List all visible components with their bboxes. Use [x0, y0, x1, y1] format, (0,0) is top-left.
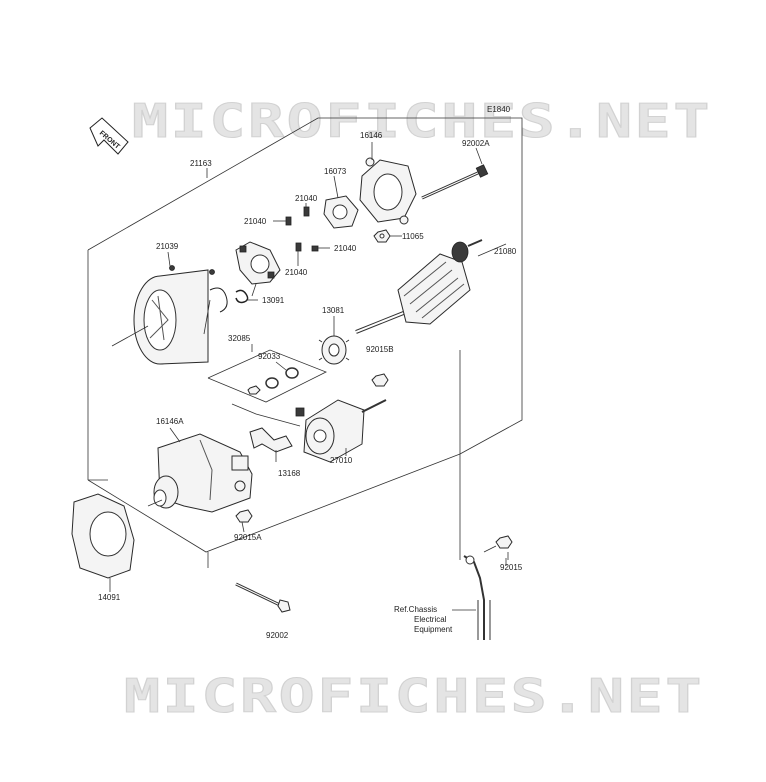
label-92015: 92015: [500, 563, 523, 572]
brush-2: [303, 206, 310, 217]
ground-cable: [452, 535, 513, 640]
watermark-top: MICROFICHES.NET: [132, 94, 712, 148]
reference-note: Ref.Chassis Electrical Equipment: [394, 605, 453, 634]
label-92002a: 92002A: [462, 139, 490, 148]
washers: [265, 361, 299, 389]
label-16146: 16146: [360, 131, 383, 140]
watermark-bottom: MICROFICHES.NET: [124, 669, 704, 723]
label-27010: 27010: [330, 456, 353, 465]
label-92015b: 92015B: [366, 345, 394, 354]
end-cover: [359, 157, 417, 225]
assembly-frame: [87, 117, 523, 560]
brush-3: [295, 242, 302, 252]
brush-1: [285, 216, 292, 226]
nut-small: [247, 385, 261, 395]
kit-box: [207, 344, 327, 403]
label-11065: 11065: [402, 232, 424, 241]
label-92002: 92002: [266, 631, 289, 640]
diagram-code: E1840: [487, 105, 511, 114]
part-labels: 21163 16146 92002A 16073 21040 21040 210…: [98, 131, 523, 640]
brush-4: [311, 245, 319, 252]
label-21040-c: 21040: [334, 244, 357, 253]
label-21039: 21039: [156, 242, 179, 251]
pinion-gear: [318, 316, 350, 365]
armature: [355, 239, 507, 334]
label-13168: 13168: [278, 469, 301, 478]
label-14091: 14091: [98, 593, 121, 602]
label-32085: 32085: [228, 334, 251, 343]
label-21040-a: 21040: [295, 194, 318, 203]
front-arrow: FRONT: [89, 117, 129, 155]
label-13081: 13081: [322, 306, 345, 315]
label-92033: 92033: [258, 352, 281, 361]
solenoid: [295, 399, 387, 463]
cover-plate: [71, 493, 135, 592]
nut-92015b: [371, 373, 389, 387]
label-21080: 21080: [494, 247, 517, 256]
nut-11065: [373, 229, 402, 243]
reference-line-2: Electrical: [414, 615, 447, 624]
label-21040-d: 21040: [285, 268, 308, 277]
label-21040-b: 21040: [244, 217, 267, 226]
front-housing: [147, 433, 253, 513]
brush-holder: [235, 241, 281, 285]
reference-line-3: Equipment: [414, 625, 453, 634]
leader-lines: [167, 142, 507, 566]
label-21163: 21163: [190, 159, 212, 168]
label-16146a: 16146A: [156, 417, 184, 426]
shift-lever: [249, 427, 293, 462]
brush-plate: [323, 195, 359, 229]
through-bolt-bottom: [207, 552, 291, 613]
label-92015a: 92015A: [234, 533, 262, 542]
label-16073: 16073: [324, 167, 347, 176]
yoke-housing: [111, 265, 258, 365]
reference-line-1: Ref.Chassis: [394, 605, 437, 614]
through-bolt-top: [421, 164, 489, 200]
nut-92015a: [235, 509, 253, 523]
label-13091: 13091: [262, 296, 285, 305]
